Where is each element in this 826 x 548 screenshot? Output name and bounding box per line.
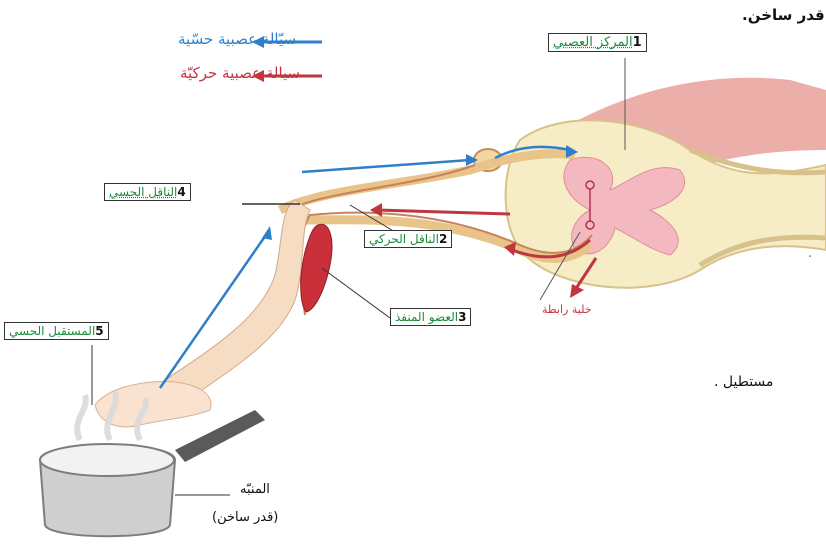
label-stimulus-detail: (قدر ساخن) [212, 510, 278, 525]
effector-muscle [301, 224, 332, 312]
sensory-arrow-nerve [302, 160, 470, 172]
label-nerve-center: 1المركز العصبي [548, 33, 647, 52]
side-text-dot: . [808, 246, 812, 261]
side-text-middle-right: مستطيل . [714, 374, 773, 390]
label-receptor-text: المستقبل الحسي [9, 324, 95, 338]
sensory-arrowhead-arm [262, 226, 272, 240]
label-stimulus: المنبّه [240, 482, 270, 497]
label-nerve-center-number: 1 [633, 35, 642, 50]
legend-sensory-label: سيّالة عصبية حسّية [178, 30, 296, 48]
label-effector-text: العضو المنفذ [395, 310, 458, 324]
label-motor-nerve: 2الناقل الحركي [364, 230, 452, 248]
label-effector: 3العضو المنفذ [390, 308, 471, 326]
motor-arrowhead-nerve [370, 203, 382, 217]
label-effector-number: 3 [458, 310, 466, 324]
label-motor-nerve-text: الناقل الحركي [369, 232, 439, 246]
label-receptor-number: 5 [95, 324, 103, 338]
label-nerve-center-text: المركز العصبي [553, 35, 633, 50]
label-sensory-nerve: 4الناقل الحسي [104, 183, 191, 201]
side-text-top-right: قدر ساخن. [742, 6, 825, 24]
label-receptor: 5المستقبل الحسي [4, 322, 109, 340]
label-interneuron: خلية رابطة [542, 303, 592, 316]
pot-rim [40, 444, 174, 476]
legend-motor-label: سيالة عصبية حركيّة [180, 64, 300, 82]
label-motor-nerve-number: 2 [439, 232, 447, 246]
label-sensory-nerve-text: الناقل الحسي [109, 185, 177, 199]
motor-arrow-nerve [378, 210, 510, 214]
label-sensory-nerve-number: 4 [177, 185, 185, 199]
pot-handle [175, 410, 265, 462]
leader-effector [322, 268, 390, 318]
